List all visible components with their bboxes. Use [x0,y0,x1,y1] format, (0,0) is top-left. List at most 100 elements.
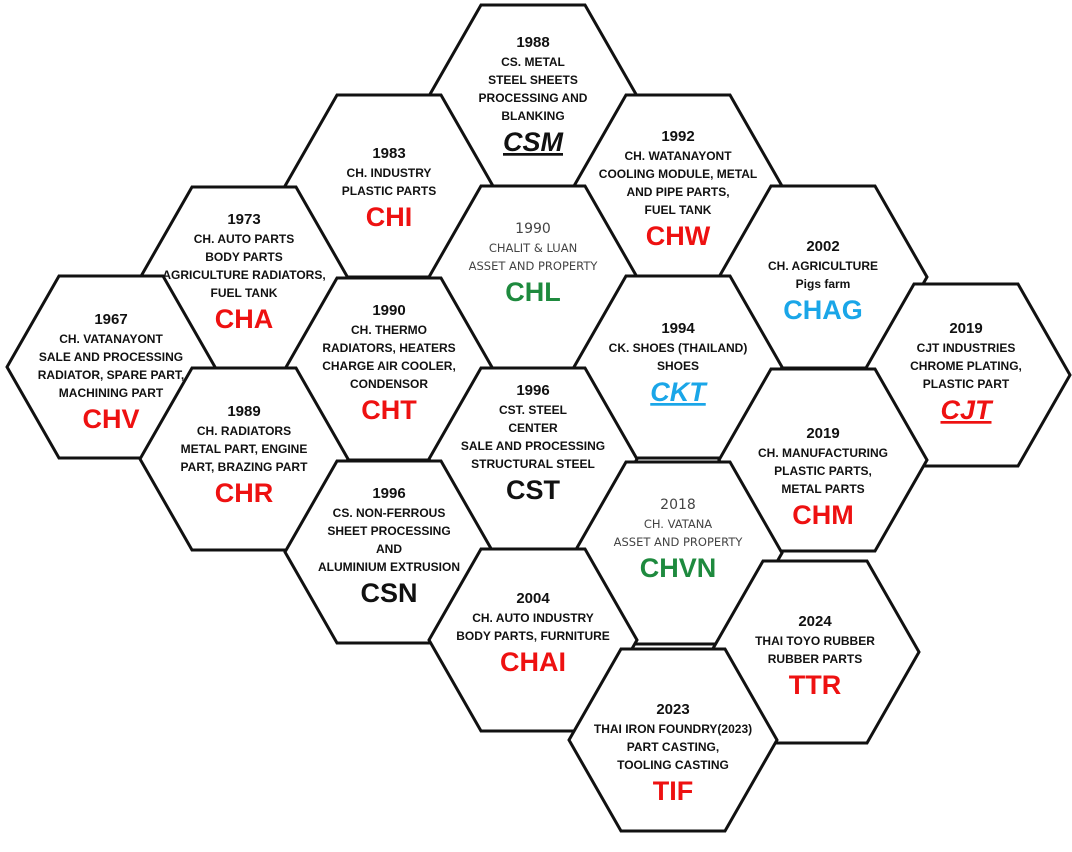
company-description-line: RUBBER PARTS [768,652,862,666]
company-description-line: CJT INDUSTRIES [917,341,1016,355]
company-description-line: BODY PARTS, FURNITURE [456,629,610,643]
company-description-line: SHOES [657,359,699,373]
company-description-line: PART CASTING, [627,740,719,754]
company-year: 1989 [227,403,260,420]
company-description-line: ASSET AND PROPERTY [614,535,744,549]
company-code: CHW [646,221,711,251]
company-description-line: RADIATORS, HEATERS [322,341,455,355]
company-description-line: CST. STEEL [499,403,567,417]
company-description-line: AND [376,542,402,556]
company-description-line: PLASTIC PARTS [342,184,436,198]
company-code: CJT [940,395,994,425]
company-code: CHAI [500,647,566,677]
company-description-line: CHARGE AIR COOLER, [322,359,456,373]
company-description-line: ALUMINIUM EXTRUSION [318,560,460,574]
company-code: CHM [792,500,854,530]
company-description-line: CH. MANUFACTURING [758,446,888,460]
company-year: 2019 [806,425,839,442]
company-description-line: CS. NON-FERROUS [333,506,446,520]
company-description-line: THAI IRON FOUNDRY(2023) [594,722,752,736]
company-code: CSM [503,127,564,157]
company-code: CHT [361,395,417,425]
company-description-line: ASSET AND PROPERTY [469,259,599,273]
company-description-line: CHALIT & LUAN [489,241,577,255]
company-description-line: COOLING MODULE, METAL [599,167,757,181]
company-description-line: PLASTIC PARTS, [774,464,872,478]
company-description-line: CH. RADIATORS [197,424,291,438]
company-description-line: CHROME PLATING, [910,359,1022,373]
company-code: CSN [360,578,417,608]
hexagon-outline [427,547,639,733]
company-description-line: THAI TOYO RUBBER [755,634,875,648]
company-description-line: Pigs farm [796,277,851,291]
company-description-line: CH. WATANAYONT [624,149,732,163]
company-year: 1990 [515,221,551,237]
company-code: CHAG [783,295,863,325]
company-description-line: CENTER [508,421,558,435]
company-description-line: CH. AGRICULTURE [768,259,878,273]
company-description-line: CH. VATANA [644,517,712,531]
company-description-line: STEEL SHEETS [488,73,578,87]
company-description-line: SHEET PROCESSING [327,524,450,538]
hexagon-outline [567,647,779,833]
company-description-line: PART, BRAZING PART [181,460,309,474]
company-description-line: CH. INDUSTRY [347,166,432,180]
company-year: 1973 [227,211,260,228]
company-description-line: CONDENSOR [350,377,428,391]
company-code: TTR [789,670,841,700]
company-year: 1967 [94,311,127,328]
company-year: 1983 [372,145,405,162]
company-description-line: AGRICULTURE RADIATORS, [162,268,325,282]
hexagon-outline [138,366,350,552]
company-description-line: FUEL TANK [645,203,712,217]
company-code: CHV [82,404,139,434]
company-code: CST [506,475,561,505]
company-code: CHA [215,304,274,334]
company-description-line: SALE AND PROCESSING [461,439,605,453]
company-year: 2023 [656,701,689,718]
company-year: 1996 [516,382,549,399]
company-code: TIF [653,776,694,806]
company-description-line: MACHINING PART [59,386,164,400]
company-description-line: CH. THERMO [351,323,427,337]
company-description-line: SALE AND PROCESSING [39,350,183,364]
company-description-line: TOOLING CASTING [617,758,729,772]
company-description-line: AND PIPE PARTS, [626,185,729,199]
company-description-line: CH. AUTO PARTS [194,232,294,246]
company-code: CKT [650,377,708,407]
company-year: 2018 [660,497,696,513]
company-description-line: PROCESSING AND [479,91,588,105]
company-year: 2019 [949,320,982,337]
company-code: CHVN [640,553,717,583]
company-year: 1992 [661,128,694,145]
company-year: 1988 [516,34,549,51]
company-code: CHI [366,202,413,232]
company-code: CHL [505,277,561,307]
company-description-line: CK. SHOES (THAILAND) [609,341,748,355]
company-year: 1996 [372,485,405,502]
company-description-line: STRUCTURAL STEEL [471,457,595,471]
company-description-line: RADIATOR, SPARE PART, [38,368,184,382]
company-description-line: METAL PART, ENGINE [181,442,308,456]
company-year: 1990 [372,302,405,319]
company-description-line: METAL PARTS [781,482,864,496]
company-description-line: BLANKING [501,109,564,123]
company-description-line: CH. VATANAYONT [59,332,163,346]
company-code: CHR [215,478,274,508]
company-year: 2002 [806,238,839,255]
